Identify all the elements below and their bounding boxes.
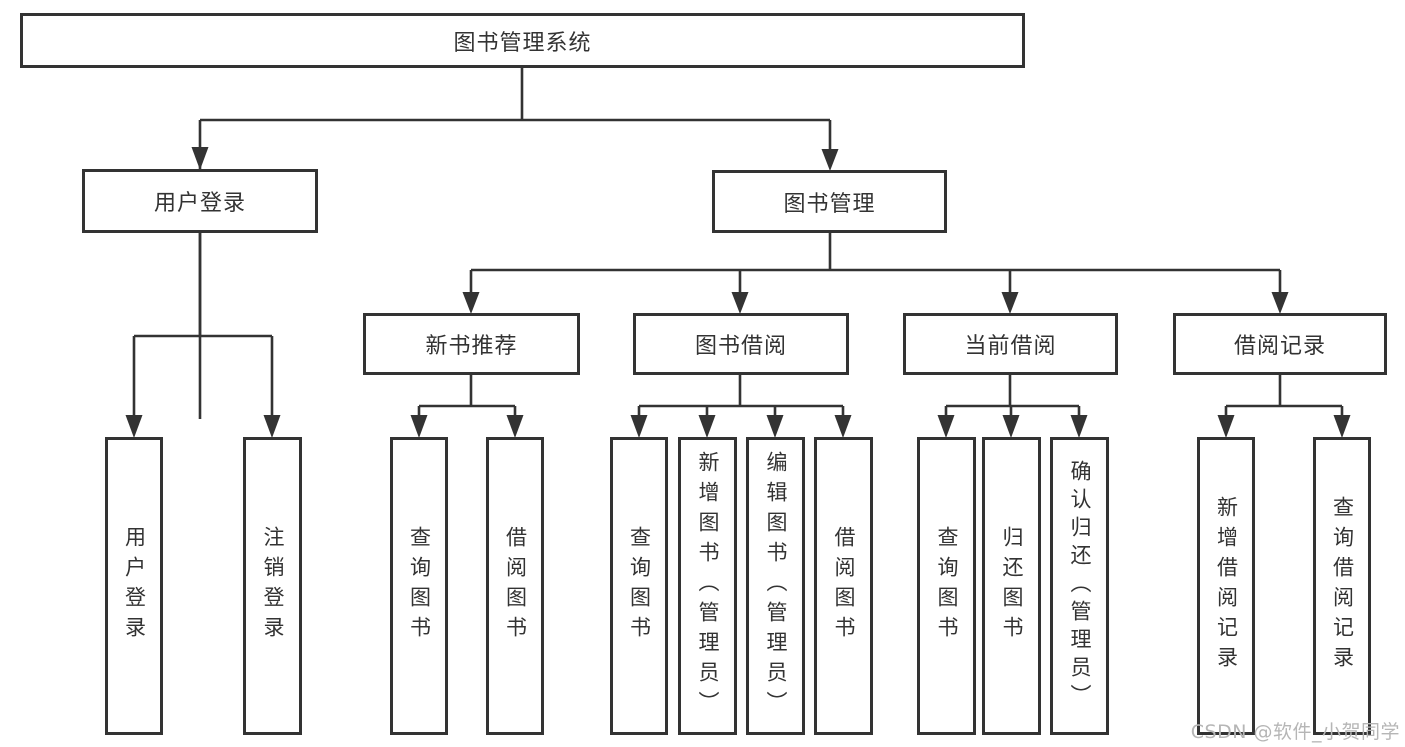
node-label: 图书管理 [783,191,876,217]
node-root-library-system: 图书管理系统 [20,13,1025,68]
leaf-add-books-admin: 新增图书（管理员） [678,437,737,735]
node-label: 图书借阅 [694,334,787,359]
node-label: 归还图书 [1000,526,1024,646]
node-label: 用户登录 [153,191,246,216]
leaf-return-books: 归还图书 [982,437,1041,735]
node-label: 借阅图书 [503,526,528,646]
leaf-confirm-return-admin: 确认归还（管理员） [1050,437,1109,735]
leaf-logout: 注销登录 [243,437,302,735]
node-label: 查询图书 [407,526,432,646]
node-current-borrowing: 当前借阅 [903,313,1118,375]
leaf-borrow-books-recommend: 借阅图书 [486,437,544,735]
node-label: 借阅记录 [1233,334,1326,359]
node-label: 查询图书 [935,526,959,646]
node-label: 确认归还（管理员） [1068,460,1092,712]
node-user-login-branch: 用户登录 [82,169,318,233]
csdn-watermark: CSDN @软件_小贺同学 [1190,721,1400,743]
node-label: 新增图书（管理员） [696,451,720,721]
node-label: 用户登录 [122,526,147,646]
node-label: 编辑图书（管理员） [764,451,788,721]
node-label: 新增借阅记录 [1214,496,1239,676]
leaf-query-books-current: 查询图书 [917,437,976,735]
node-book-borrowing: 图书借阅 [633,313,849,375]
leaf-edit-books-admin: 编辑图书（管理员） [746,437,805,735]
node-label: 借阅图书 [832,526,856,646]
leaf-borrow-books: 借阅图书 [814,437,873,735]
node-new-book-recommend: 新书推荐 [363,313,580,375]
node-label: 图书管理系统 [453,30,592,56]
node-label: 新书推荐 [425,334,518,359]
node-borrowing-records: 借阅记录 [1173,313,1387,375]
node-label: 当前借阅 [964,334,1057,359]
leaf-query-books-borrowing: 查询图书 [610,437,668,735]
node-label: 注销登录 [261,526,285,646]
leaf-user-login: 用户登录 [105,437,163,735]
leaf-add-borrow-record: 新增借阅记录 [1197,437,1255,735]
leaf-query-borrow-record: 查询借阅记录 [1313,437,1371,735]
node-book-management-branch: 图书管理 [712,170,947,233]
node-label: 查询图书 [627,526,652,646]
leaf-query-books-recommend: 查询图书 [390,437,448,735]
node-label: 查询借阅记录 [1330,496,1355,676]
